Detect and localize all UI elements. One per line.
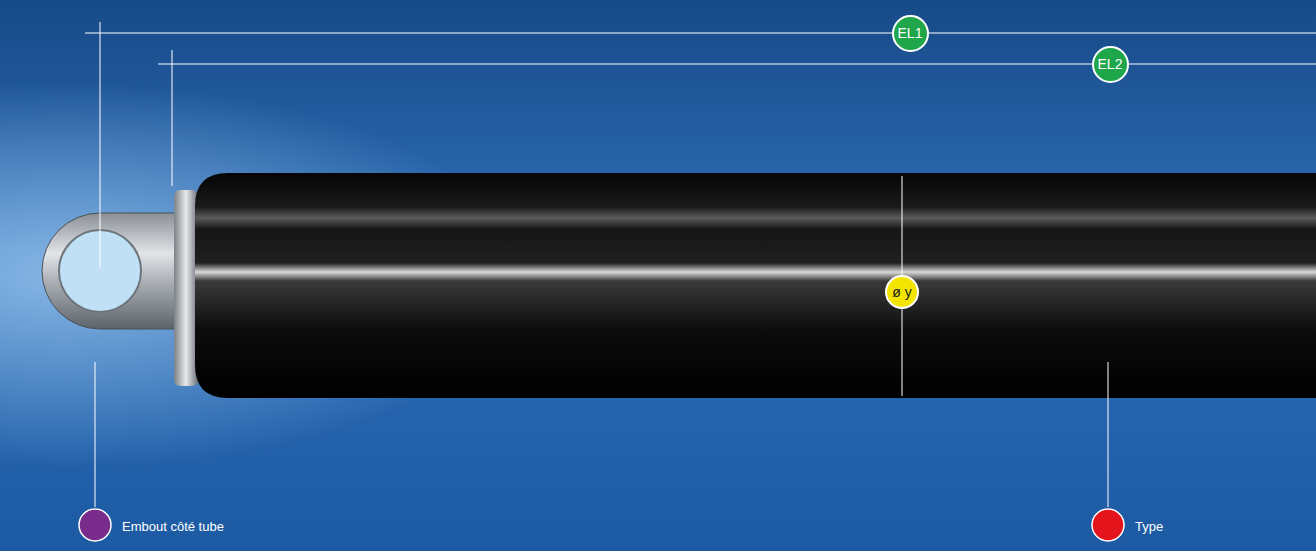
eye-end [42,213,185,329]
tube-body [195,173,1316,398]
dimension-label: ø y [892,285,911,299]
dimension-line [85,33,1316,34]
leader-line [1108,362,1109,507]
part-label: Type [1135,519,1163,534]
dimension-label: EL1 [898,26,923,40]
leader-lines [85,22,1316,507]
part-label: Embout côté tube [122,519,224,534]
dimension-line [158,64,1316,65]
callout-dot [79,509,111,541]
dimension-badge: EL1 [892,15,929,52]
callout-dot [1092,509,1124,541]
dimension-tick [172,50,173,186]
dimension-tick [100,22,101,268]
collar-ring [174,190,198,386]
dimension-label: EL2 [1098,57,1123,71]
dimension-badge: EL2 [1092,46,1129,83]
leader-line [95,362,96,507]
dimension-badge: ø y [885,275,919,309]
